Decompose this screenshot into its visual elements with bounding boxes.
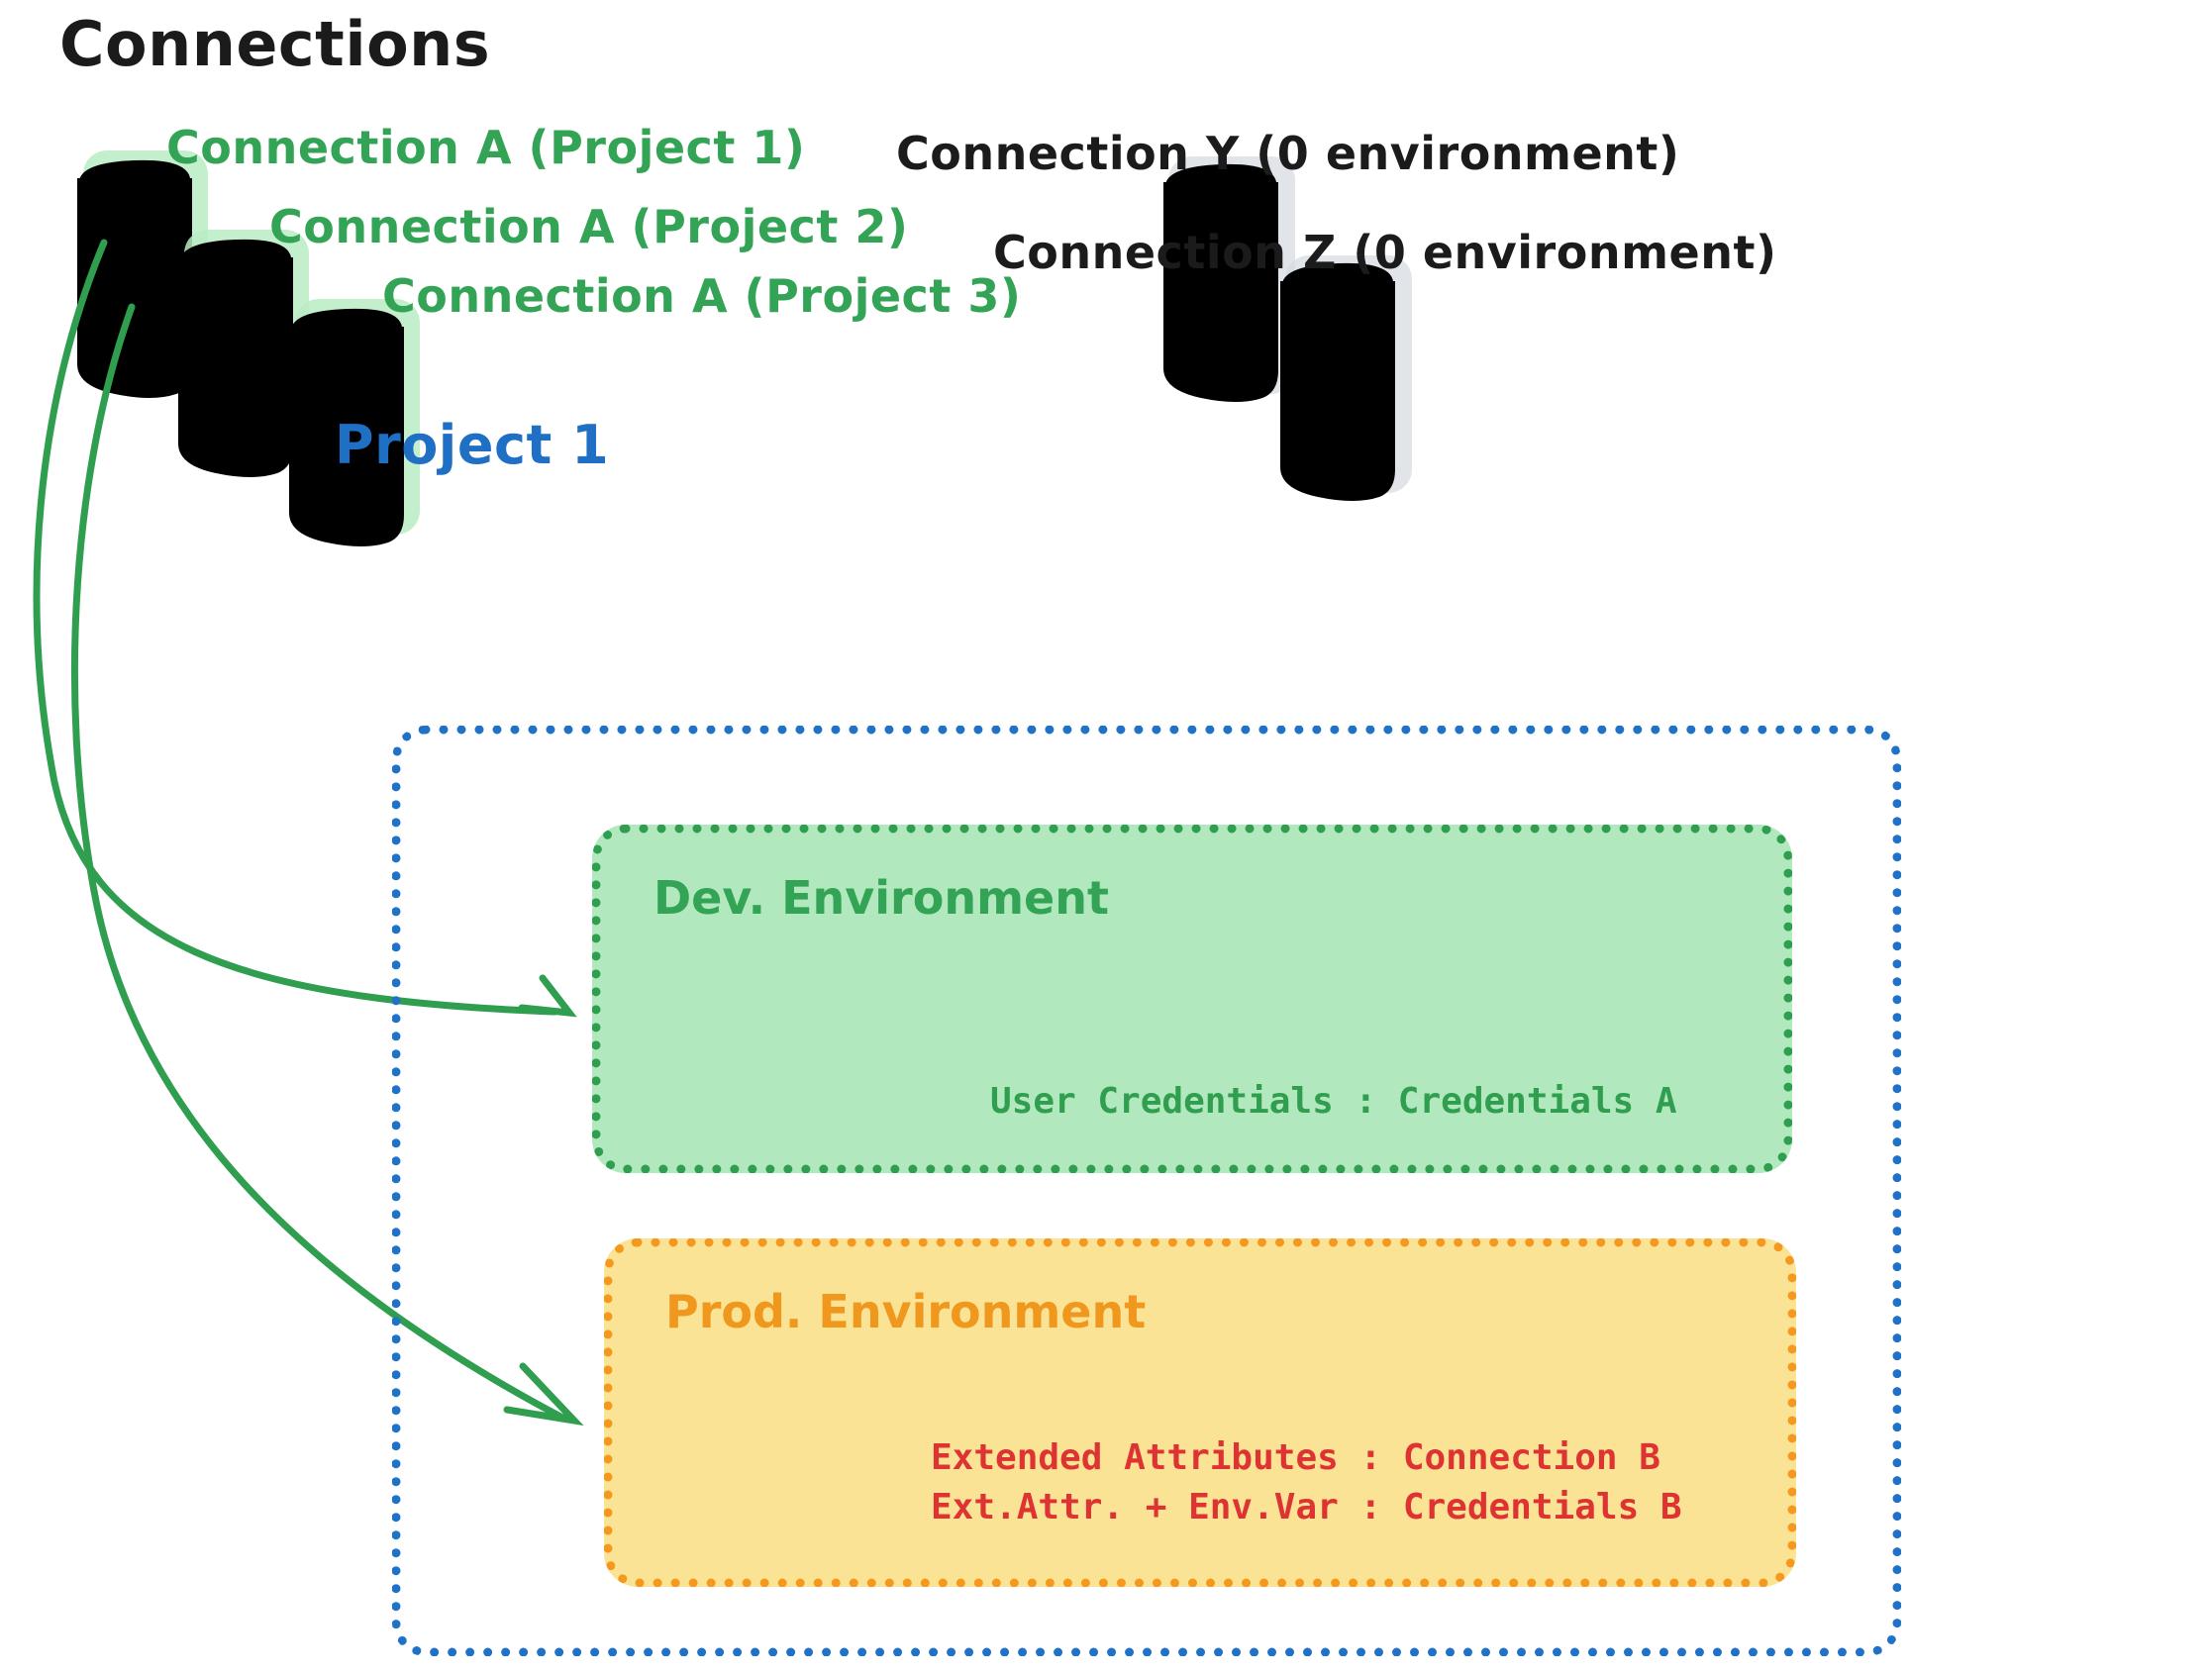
project-container xyxy=(392,726,1901,1656)
dev-environment-title: Dev. Environment xyxy=(654,871,1109,925)
dev-environment-container xyxy=(592,825,1792,1173)
database-icon-connection-z xyxy=(1278,255,1412,501)
connection-label-y: Connection Y (0 environment) xyxy=(896,127,1680,180)
page-title: Connections xyxy=(59,8,491,80)
connection-label-a-project-2: Connection A (Project 2) xyxy=(269,200,909,253)
connection-label-z: Connection Z (0 environment) xyxy=(993,226,1777,279)
prod-environment-title: Prod. Environment xyxy=(665,1285,1147,1338)
database-icon-connection-a-project-1 xyxy=(75,150,208,398)
prod-environment-container xyxy=(604,1238,1796,1587)
database-icon-connection-a-project-2 xyxy=(176,230,309,477)
project-title: Project 1 xyxy=(335,414,610,476)
prod-environment-entry-extended-attributes: Extended Attributes : Connection B xyxy=(931,1437,1660,1478)
database-icon-connection-y xyxy=(1161,156,1295,402)
prod-environment-entry-ext-attr-env-var: Ext.Attr. + Env.Var : Credentials B xyxy=(931,1487,1682,1527)
arrow-connection-a-to-dev xyxy=(33,239,577,1018)
arrow-connection-a-to-prod xyxy=(70,303,584,1427)
database-icon-connection-a-project-3 xyxy=(287,299,420,546)
dev-environment-entry-user-credentials: User Credentials : Credentials A xyxy=(990,1081,1677,1122)
connection-label-a-project-3: Connection A (Project 3) xyxy=(382,269,1022,323)
connection-label-a-project-1: Connection A (Project 1) xyxy=(166,121,806,174)
